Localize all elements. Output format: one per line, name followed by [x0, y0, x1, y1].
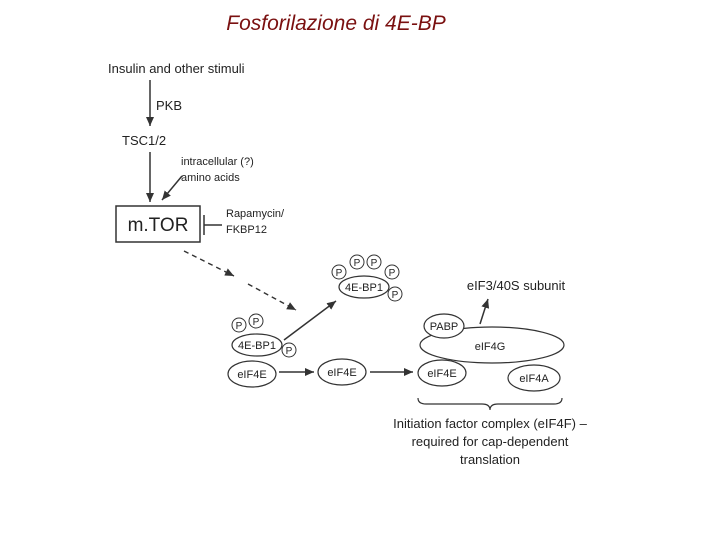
eif3-label: eIF3/40S subunit — [467, 278, 566, 293]
pkb-label: PKB — [156, 98, 182, 113]
phospho-p7-label: P — [389, 268, 396, 279]
eif4e-left-ellipse — [227, 360, 277, 388]
complex-brace — [417, 397, 563, 411]
mtor-label: m.TOR — [128, 215, 189, 236]
phospho-p4-label: P — [336, 268, 343, 279]
mtor-dashed-arrow-1 — [183, 250, 235, 277]
eif4e-free-ellipse — [317, 358, 367, 386]
eif3-arrow — [479, 298, 490, 325]
tsc-label: TSC1/2 — [122, 133, 166, 148]
rapamycin-label-line2: FKBP12 — [226, 224, 267, 236]
complex-caption-line3: translation — [460, 452, 520, 467]
bp1-left-label: 4E-BP1 — [238, 340, 276, 352]
phospho-p2-label: P — [253, 317, 260, 328]
phospho-p4 — [331, 264, 347, 280]
eif4g-label: eIF4G — [475, 341, 506, 353]
page-title: Fosforilazione di 4E-BP — [226, 12, 446, 35]
mtor-dashed-arrow-2 — [247, 283, 297, 311]
phospho-p8 — [387, 286, 403, 302]
eif4a-ellipse — [507, 364, 561, 392]
eif4e-left-label: eIF4E — [237, 369, 266, 381]
pabp-ellipse — [423, 313, 465, 339]
phospho-p5 — [349, 254, 365, 270]
pabp-label: PABP — [430, 321, 459, 333]
insulin-label: Insulin and other stimuli — [108, 61, 245, 76]
phospho-p6 — [366, 254, 382, 270]
phospho-p1 — [231, 317, 247, 333]
amino-acids-arrow — [161, 175, 183, 201]
amino-acids-label-line2: amino acids — [181, 172, 240, 184]
eif4a-label: eIF4A — [519, 373, 549, 385]
phospho-p1-label: P — [236, 321, 243, 332]
phospho-p7 — [384, 264, 400, 280]
eif4e-complex-ellipse — [417, 359, 467, 387]
bp1-free-label: 4E-BP1 — [345, 282, 383, 294]
rapamycin-label-line1: Rapamycin/ — [226, 208, 285, 220]
phospho-p2 — [248, 313, 264, 329]
phospho-p8-label: P — [392, 290, 399, 301]
amino-acids-label-line1: intracellular (?) — [181, 156, 254, 168]
bp1-left-ellipse — [231, 333, 283, 357]
phospho-p3 — [281, 342, 297, 358]
mtor-box — [115, 205, 201, 243]
phospho-p5-label: P — [354, 258, 361, 269]
eif4e-complex-label: eIF4E — [427, 368, 456, 380]
phospho-p6-label: P — [371, 258, 378, 269]
bp1-free-ellipse — [338, 275, 390, 299]
release-bp1-arrow — [283, 300, 337, 341]
complex-caption-line2: required for cap-dependent — [412, 434, 569, 449]
phospho-p3-label: P — [286, 346, 293, 357]
eif4e-free-label: eIF4E — [327, 367, 356, 379]
complex-caption-line1: Initiation factor complex (eIF4F) – — [393, 416, 587, 431]
